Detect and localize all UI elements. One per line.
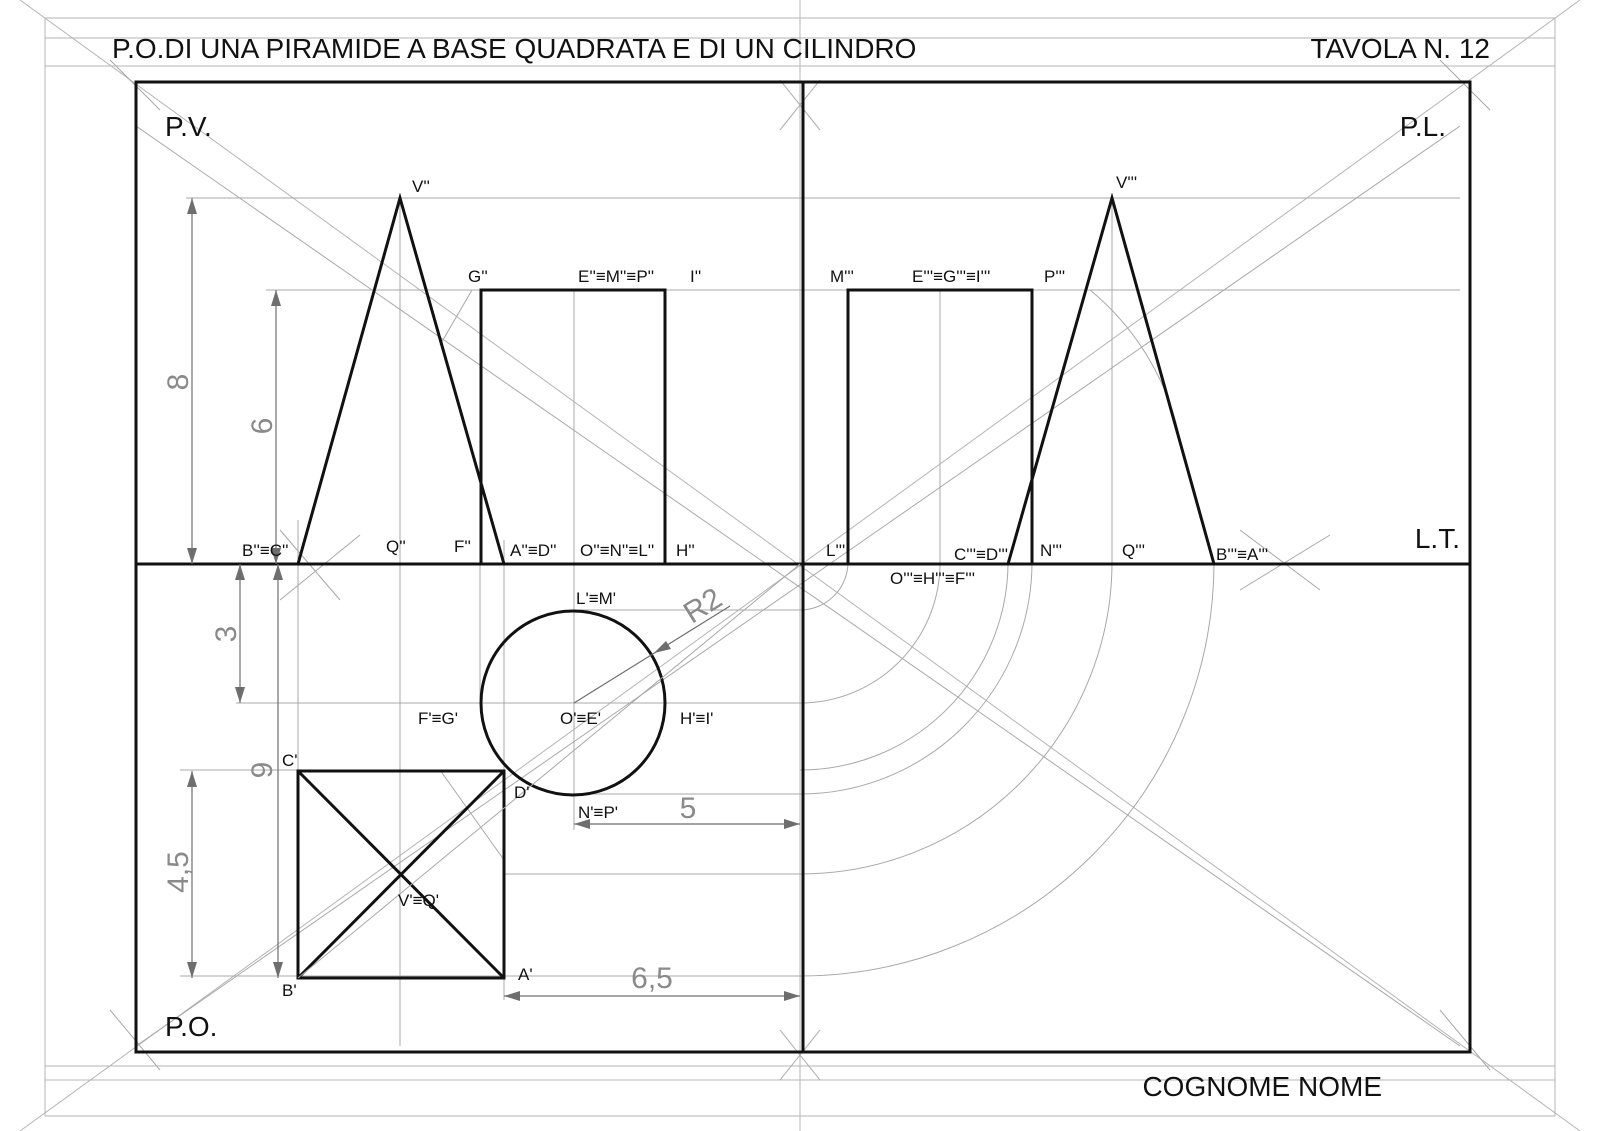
dim-cylinder-distance: 5 [680, 792, 697, 825]
dim-pyramid-height: 8 [162, 374, 195, 391]
label-front-q: Q'' [386, 537, 406, 556]
dim-cylinder-height: 6 [246, 418, 279, 435]
label-front-onl: O''≡N''≡L'' [580, 541, 654, 560]
front-view-label: P.V. [165, 111, 212, 142]
label-side-egi: E'''≡G'''≡I''' [912, 267, 990, 286]
side-view-label: P.L. [1400, 111, 1446, 142]
sheet-title: P.O.DI UNA PIRAMIDE A BASE QUADRATA E DI… [112, 33, 916, 64]
label-front-h: H'' [676, 541, 695, 560]
label-front-g: G'' [468, 267, 488, 286]
label-side-cd: C'''≡D''' [954, 545, 1008, 564]
dim-square-distance: 6,5 [631, 962, 673, 995]
label-side-m: M''' [830, 267, 854, 286]
plan-cylinder-circle [479, 609, 667, 797]
front-point-labels: V'' G'' E''≡M''≡P'' I'' B''≡C'' Q'' F'' … [242, 177, 701, 560]
front-cylinder [479, 288, 667, 566]
plan-point-labels: L'≡M' F'≡G' O'≡E' H'≡I' N'≡P' C' D' V'≡Q… [282, 589, 713, 1000]
label-front-bc: B''≡C'' [242, 541, 289, 560]
plan-view [296, 563, 801, 980]
view-labels: P.V. P.L. P.O. L.T. [165, 111, 1460, 1042]
drawing-frame [134, 80, 1472, 1054]
ground-line-label: L.T. [1415, 523, 1460, 554]
label-side-l: L''' [826, 541, 845, 560]
side-pyramid [1006, 192, 1216, 565]
front-pyramid [296, 192, 506, 565]
label-front-emp: E''≡M''≡P'' [578, 267, 654, 286]
sheet-frame [19, 0, 1581, 1131]
dimension-lines [187, 198, 800, 1001]
title-block: P.O.DI UNA PIRAMIDE A BASE QUADRATA E DI… [112, 33, 1490, 1102]
label-plan-a: A' [518, 965, 533, 984]
label-side-apex: V''' [1116, 173, 1137, 192]
author-name: COGNOME NOME [1142, 1071, 1382, 1102]
label-plan-hi: H'≡I' [680, 709, 713, 728]
dim-square-side: 4,5 [162, 851, 195, 893]
plan-pyramid-square [296, 769, 506, 980]
dim-square-offset: 9 [246, 762, 279, 779]
label-side-n: N''' [1040, 541, 1062, 560]
label-plan-fg: F'≡G' [418, 709, 458, 728]
construction-lines [109, 59, 1491, 1081]
label-side-ba: B'''≡A''' [1216, 545, 1268, 564]
side-cylinder [846, 288, 1034, 566]
label-plan-np: N'≡P' [578, 803, 618, 822]
label-front-ad: A''≡D'' [510, 541, 557, 560]
label-plan-d: D' [514, 783, 530, 802]
label-front-apex: V'' [412, 177, 430, 196]
side-point-labels: V''' M''' E'''≡G'''≡I''' P''' L''' C'''≡… [826, 173, 1268, 588]
label-front-f: F'' [454, 537, 471, 556]
label-side-q: Q''' [1122, 541, 1145, 560]
label-plan-c: C' [282, 751, 298, 770]
side-view [846, 192, 1216, 566]
dim-cylinder-offset: 3 [210, 626, 243, 643]
label-plan-lm: L'≡M' [576, 589, 616, 608]
label-plan-oe: O'≡E' [560, 709, 601, 728]
label-side-ohf: O'''≡H'''≡F''' [890, 569, 975, 588]
front-view [296, 192, 667, 566]
label-plan-b: B' [282, 981, 297, 1000]
label-side-p: P''' [1044, 267, 1065, 286]
label-plan-vq: V'≡Q' [398, 891, 439, 910]
sheet-number: TAVOLA N. 12 [1311, 33, 1490, 64]
plan-view-label: P.O. [165, 1011, 217, 1042]
dimension-values: 8 6 3 9 4,5 R2 5 6,5 [162, 374, 728, 995]
label-front-i: I'' [690, 267, 701, 286]
